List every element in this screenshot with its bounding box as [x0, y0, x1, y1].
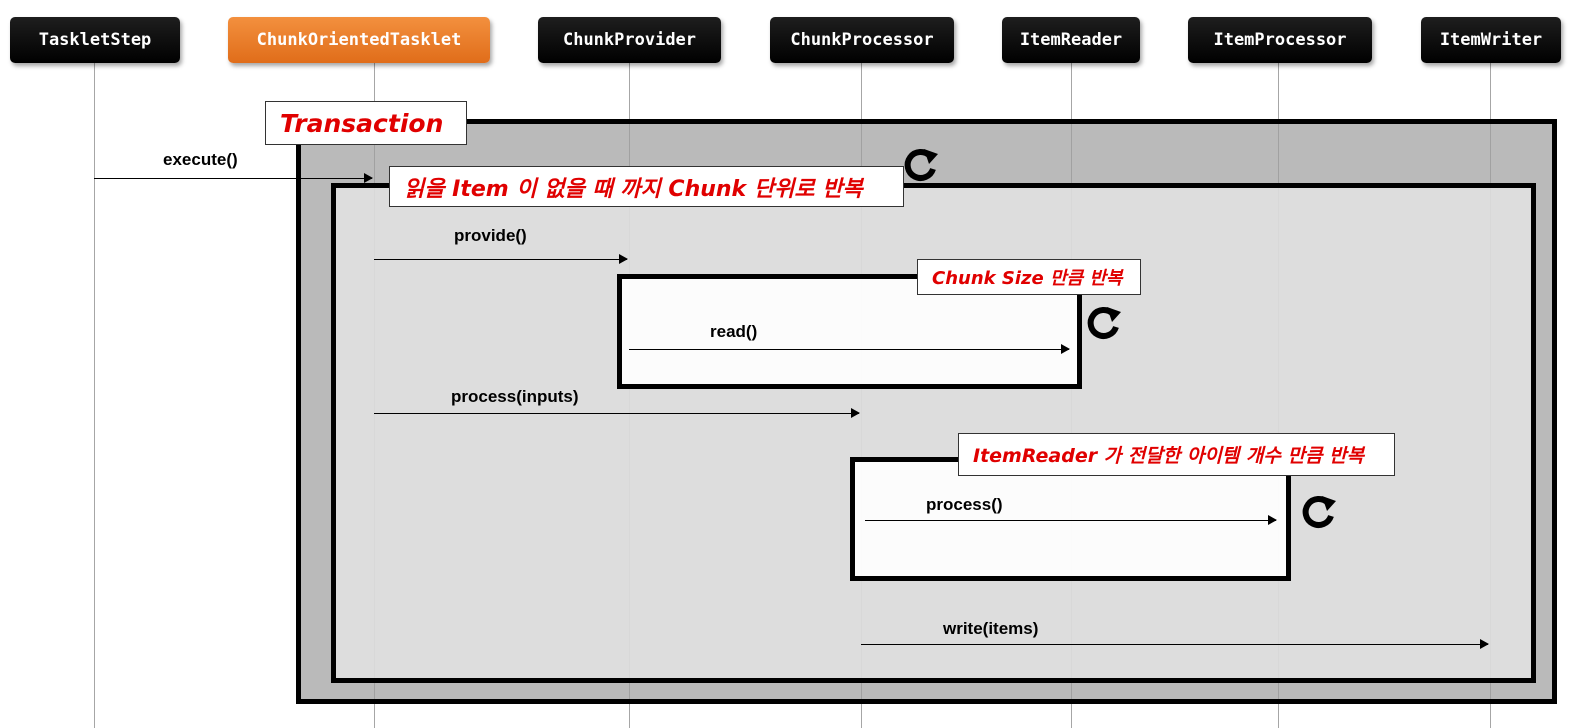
refresh-icon [904, 149, 938, 181]
participant-itemprocessor[interactable]: ItemProcessor [1188, 17, 1372, 63]
provide-arrow [374, 254, 628, 264]
participant-itemreader[interactable]: ItemReader [1002, 17, 1140, 63]
write-label: write(items) [943, 619, 1039, 638]
execute-arrow [94, 173, 373, 183]
transaction-label: Transaction [265, 101, 467, 145]
process-arrow [865, 515, 1277, 525]
participant-itemwriter[interactable]: ItemWriter [1421, 17, 1561, 63]
read-loop-label: Chunk Size 만큼 반복 [917, 259, 1141, 295]
participant-chunkprovider[interactable]: ChunkProvider [538, 17, 721, 63]
refresh-icon [1087, 307, 1121, 339]
provide-label: provide() [454, 226, 527, 245]
participant-taskletstep[interactable]: TaskletStep [10, 17, 180, 63]
chunk-loop-label: 읽을 Item 이 없을 때 까지 Chunk 단위로 반복 [389, 166, 904, 207]
participant-chunkorientedtasklet[interactable]: ChunkOrientedTasklet [228, 17, 490, 63]
participant-chunkprocessor[interactable]: ChunkProcessor [770, 17, 954, 63]
refresh-icon [1302, 496, 1336, 528]
write-arrow [861, 639, 1489, 649]
execute-label: execute() [163, 150, 238, 169]
read-label: read() [710, 322, 758, 341]
process-label: process() [926, 495, 1003, 514]
process-inputs-label: process(inputs) [451, 387, 579, 406]
process-loop-label: ItemReader 가 전달한 아이템 개수 만큼 반복 [958, 433, 1395, 476]
lifeline-taskletstep [94, 63, 95, 728]
read-arrow [629, 344, 1070, 354]
process-inputs-arrow [374, 408, 860, 418]
